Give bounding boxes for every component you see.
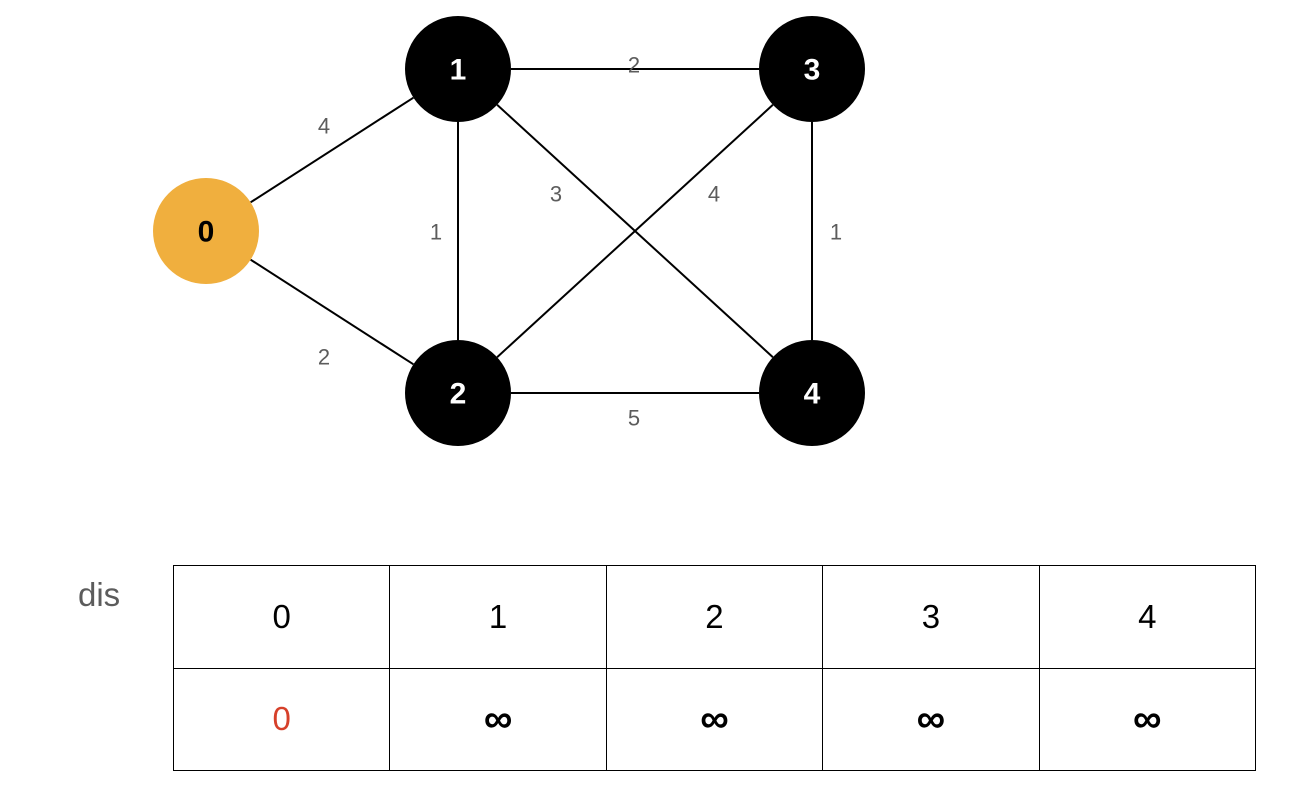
value-cell-2: ∞: [605, 667, 824, 771]
distance-table: 0 1 2 3 4 0 ∞ ∞ ∞ ∞: [172, 565, 1257, 771]
node-2: 2: [405, 340, 511, 446]
edges-layer: 4 2 1 2 3 4 5 1: [250, 53, 842, 431]
edge-weight-1-2: 1: [430, 220, 442, 245]
node-label-0: 0: [198, 216, 215, 249]
edge-weight-0-2: 2: [318, 345, 330, 370]
dis-label: dis: [78, 576, 121, 613]
edge-weight-1-3: 2: [628, 53, 640, 78]
table-value-row: 0 ∞ ∞ ∞ ∞: [172, 667, 1257, 771]
header-cell-2: 2: [605, 565, 824, 669]
value-cell-1: ∞: [389, 667, 607, 771]
node-label-4: 4: [804, 378, 821, 411]
node-label-1: 1: [450, 54, 467, 87]
nodes-layer: 0 1 2 3 4: [153, 16, 865, 446]
node-circle-0: [153, 178, 259, 284]
edge-0-1: [250, 96, 414, 204]
header-cell-3: 3: [822, 565, 1040, 669]
edge-weight-3-4: 1: [830, 220, 842, 245]
value-cell-3: ∞: [822, 667, 1040, 771]
node-4: 4: [759, 340, 865, 446]
value-cell-4: ∞: [1038, 667, 1257, 771]
edge-weight-0-1: 4: [318, 114, 330, 139]
edge-0-2: [250, 258, 414, 366]
table-header-row: 0 1 2 3 4: [172, 565, 1257, 669]
node-circle-2: [405, 340, 511, 446]
node-circle-3: [759, 16, 865, 122]
edge-weight-2-3: 4: [708, 182, 720, 207]
node-3: 3: [759, 16, 865, 122]
header-cell-4: 4: [1038, 565, 1257, 669]
edge-weight-2-4: 5: [628, 406, 640, 431]
edge-weight-1-4: 3: [550, 182, 562, 207]
node-label-2: 2: [450, 378, 467, 411]
edge-2-3: [496, 104, 774, 358]
node-label-3: 3: [804, 54, 821, 87]
node-circle-4: [759, 340, 865, 446]
node-circle-1: [405, 16, 511, 122]
header-cell-0: 0: [172, 565, 391, 669]
header-cell-1: 1: [389, 565, 607, 669]
value-cell-0: 0: [172, 667, 391, 771]
node-0: 0: [153, 178, 259, 284]
node-1: 1: [405, 16, 511, 122]
